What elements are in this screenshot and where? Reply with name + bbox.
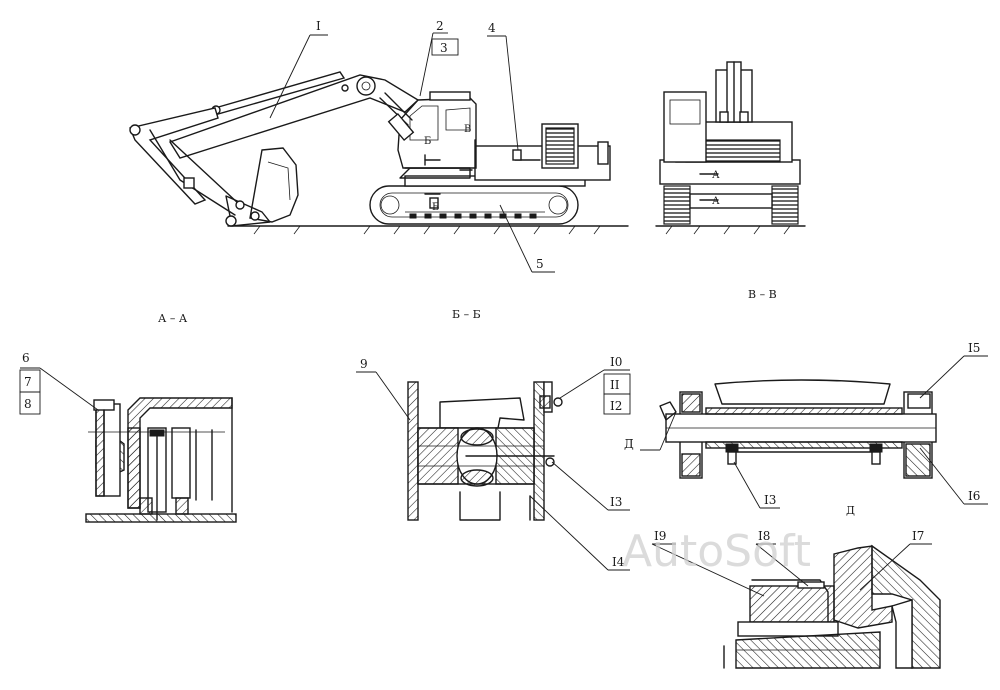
callout-4: 4 <box>488 21 496 35</box>
callout-16: I6 <box>968 489 980 503</box>
callout-3: 3 <box>440 41 448 55</box>
section-vv-detail <box>659 379 937 479</box>
callout-d-marker: Д <box>624 437 634 451</box>
view-mark-b-low: Б <box>432 202 439 213</box>
callout-14: I4 <box>612 555 625 569</box>
section-title-d: Д <box>846 504 855 517</box>
callout-13-bb: I3 <box>610 495 622 509</box>
callout-9: 9 <box>360 357 368 371</box>
callout-2: 2 <box>436 19 444 33</box>
callout-18: I8 <box>758 529 770 543</box>
callout-13-vv: I3 <box>764 493 776 507</box>
watermark-text: AutoSoft <box>622 526 811 577</box>
section-vv-leaders <box>640 355 988 509</box>
view-mark-a-rear-2: А <box>712 196 720 207</box>
callout-12: I2 <box>610 399 622 413</box>
section-aa-detail <box>85 397 237 523</box>
callout-7: 7 <box>24 375 32 389</box>
section-title-aa: А – А <box>158 312 188 325</box>
excavator-side-view <box>129 71 629 235</box>
detail-d-leaders <box>651 543 932 597</box>
callout-15: I5 <box>968 341 980 355</box>
callout-19: I9 <box>654 529 666 543</box>
callout-17: I7 <box>912 529 924 543</box>
section-title-bb: Б – Б <box>452 308 481 321</box>
view-mark-b-cab: Б <box>424 136 431 147</box>
side-view-leaders <box>269 32 555 273</box>
callout-8: 8 <box>24 397 32 411</box>
callout-1: I <box>316 19 321 33</box>
callout-6: 6 <box>22 351 30 365</box>
section-bb-leaders <box>356 369 631 571</box>
excavator-rear-view <box>655 61 806 235</box>
callout-5: 5 <box>536 257 544 271</box>
view-mark-a-rear: А <box>712 170 720 181</box>
section-aa-leaders <box>19 367 99 415</box>
section-bb-detail <box>407 381 563 521</box>
section-title-vv: В – В <box>748 288 777 301</box>
callout-10: I0 <box>610 355 622 369</box>
view-mark-v-cab: В <box>464 124 471 135</box>
callout-11: II <box>610 378 620 392</box>
